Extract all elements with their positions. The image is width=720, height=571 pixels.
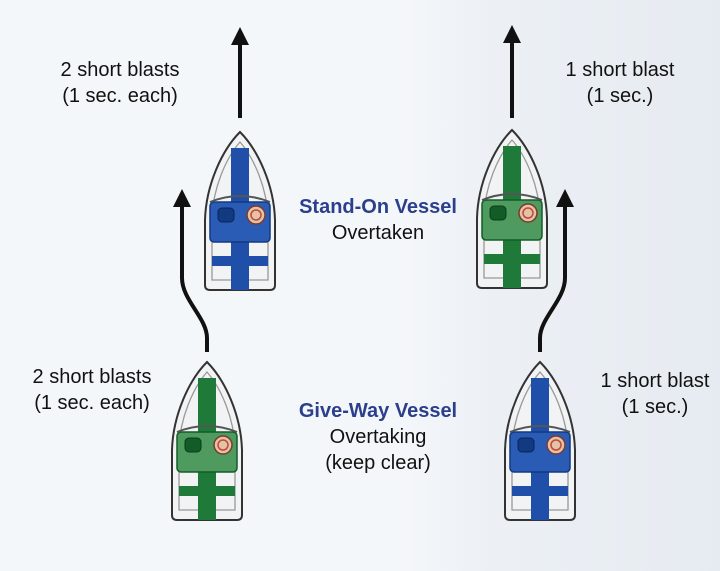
stand-on-subtitle: Overtaken <box>331 222 425 244</box>
right-bottom-signal-line2: (1 sec.) <box>621 396 689 418</box>
right-top-signal-label: 1 short blast (1 sec.) <box>545 57 695 109</box>
left-curved-arrow-icon <box>173 189 209 352</box>
give-way-label: Give-Way Vessel Overtaking (keep clear) <box>283 398 473 476</box>
right-bottom-boat-blue-icon <box>504 361 576 521</box>
left-bottom-signal-line1: 2 short blasts <box>32 366 152 388</box>
stand-on-title: Stand-On Vessel <box>299 196 457 218</box>
give-way-subtitle-1: Overtaking <box>329 426 427 448</box>
right-bottom-signal-line1: 1 short blast <box>600 370 710 392</box>
right-bottom-signal-label: 1 short blast (1 sec.) <box>590 368 720 420</box>
left-top-signal-line1: 2 short blasts <box>60 59 180 81</box>
right-top-signal-line1: 1 short blast <box>565 59 675 81</box>
give-way-title: Give-Way Vessel <box>298 400 458 422</box>
left-bottom-boat-green-icon <box>171 361 243 521</box>
left-top-signal-label: 2 short blasts (1 sec. each) <box>40 57 200 109</box>
left-bottom-signal-label: 2 short blasts (1 sec. each) <box>12 364 172 416</box>
stand-on-label: Stand-On Vessel Overtaken <box>283 194 473 246</box>
give-way-subtitle-2: (keep clear) <box>325 452 431 474</box>
left-bottom-signal-line2: (1 sec. each) <box>34 392 150 414</box>
right-top-boat-green-icon <box>476 129 548 289</box>
right-top-signal-line2: (1 sec.) <box>586 85 654 107</box>
left-top-signal-line2: (1 sec. each) <box>62 85 178 107</box>
left-top-boat-blue-icon <box>204 131 276 291</box>
right-curved-arrow-icon <box>538 189 574 352</box>
